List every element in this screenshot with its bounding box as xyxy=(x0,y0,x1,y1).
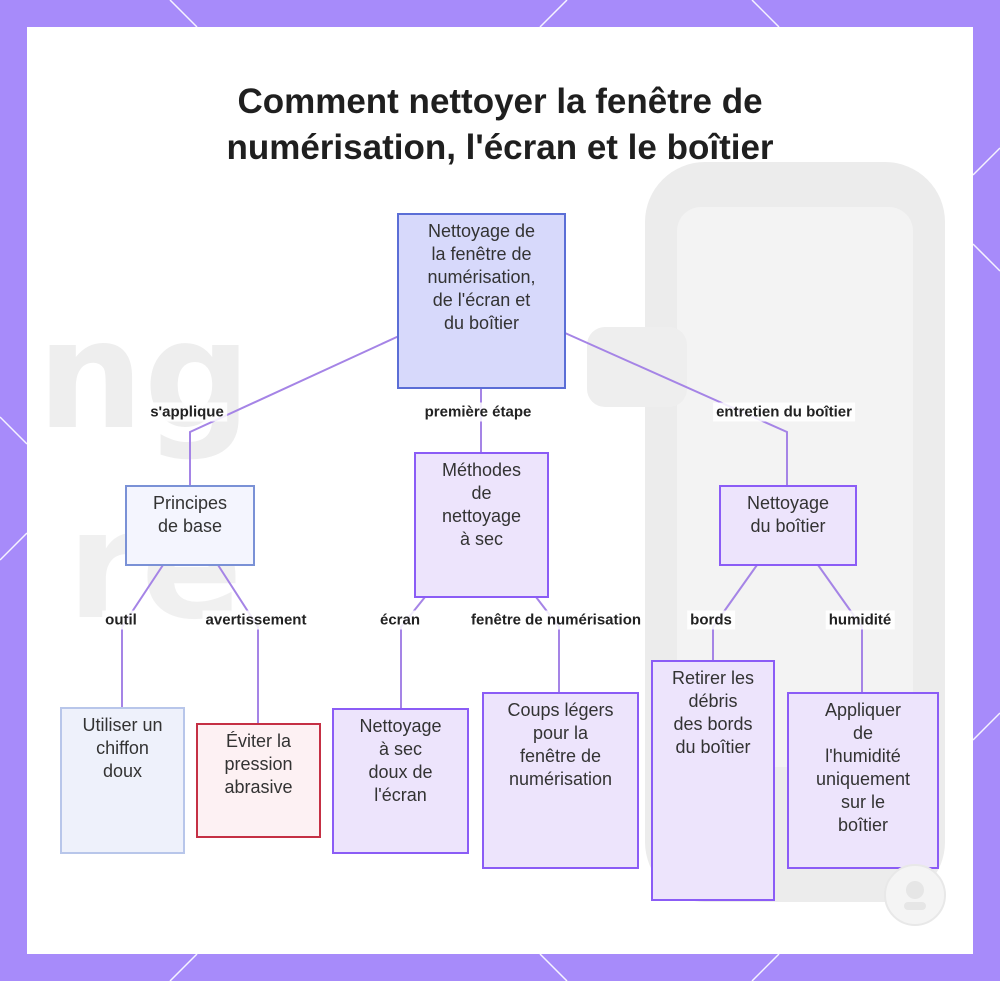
node-principes-line: Principes xyxy=(152,493,228,513)
edge-label-premiere-etape: première étape xyxy=(421,402,535,422)
title-line-1: Comment nettoyer la fenêtre de xyxy=(237,82,763,121)
node-coups-line: numérisation xyxy=(508,769,613,789)
node-humidite-line: boîtier xyxy=(837,815,889,835)
edge-label-ecran: écran xyxy=(376,610,424,630)
node-principes-line: de base xyxy=(157,516,223,536)
title-line-2: numérisation, l'écran et le boîtier xyxy=(226,128,774,167)
page-title: Comment nettoyer la fenêtre de numérisat… xyxy=(27,79,973,171)
node-debris-line: Retirer les xyxy=(671,668,755,688)
edge-s-applique xyxy=(189,335,400,486)
node-methodes-line: de xyxy=(471,483,492,503)
edge-entretien xyxy=(564,332,788,486)
edge-label-entretien: entretien du boîtier xyxy=(713,402,855,422)
node-root-line: Nettoyage de xyxy=(427,221,536,241)
node-methodes-line: Méthodes xyxy=(441,460,522,480)
watermark-logo-icon xyxy=(884,864,946,926)
node-humidite-line: uniquement xyxy=(815,769,911,789)
node-ecran-sec-line: à sec xyxy=(378,739,423,759)
node-pression-line: Éviter la xyxy=(225,731,292,751)
edge-label-humidite: humidité xyxy=(825,610,895,630)
edge-label-bords: bords xyxy=(687,610,735,630)
node-coups: Coups légers pour la fenêtre de numérisa… xyxy=(482,692,639,869)
node-principes: Principes de base xyxy=(125,485,255,566)
svg-text:ng: ng xyxy=(37,289,251,463)
node-ecran-sec-line: Nettoyage xyxy=(359,716,442,736)
node-ecran-sec: Nettoyage à sec doux de l'écran xyxy=(332,708,469,854)
node-ecran-sec-line: l'écran xyxy=(374,785,427,805)
node-methodes: Méthodes de nettoyage à sec xyxy=(414,452,549,598)
node-humidite-line: l'humidité xyxy=(825,746,901,766)
node-coups-line: Coups légers xyxy=(507,700,614,720)
node-pression-line: abrasive xyxy=(224,777,293,797)
node-humidite-line: Appliquer xyxy=(824,700,902,720)
node-boitier-line: Nettoyage xyxy=(746,493,830,513)
node-debris: Retirer les débris des bords du boîtier xyxy=(651,660,775,901)
node-root-line: la fenêtre de xyxy=(431,244,532,264)
edge-avertissement xyxy=(217,564,259,724)
edge-label-avertissement: avertissement xyxy=(202,610,310,630)
node-chiffon-line: Utiliser un xyxy=(82,715,163,735)
node-humidite-line: de xyxy=(852,723,874,743)
node-boitier-line: du boîtier xyxy=(750,516,826,536)
node-coups-line: pour la xyxy=(532,723,589,743)
node-debris-line: des bords xyxy=(673,714,753,734)
edge-label-s-applique: s'applique xyxy=(147,402,227,422)
node-methodes-line: nettoyage xyxy=(441,506,522,526)
edge-label-fenetre: fenêtre de numérisation xyxy=(467,610,645,630)
node-coups-line: fenêtre de xyxy=(519,746,602,766)
node-humidite-line: sur le xyxy=(840,792,885,812)
node-humidite: Appliquer de l'humidité uniquement sur l… xyxy=(787,692,939,869)
edge-label-outil: outil xyxy=(102,610,140,630)
node-debris-line: débris xyxy=(688,691,738,711)
node-debris-line: du boîtier xyxy=(675,737,751,757)
node-pression-line: pression xyxy=(224,754,293,774)
node-methodes-line: à sec xyxy=(459,529,504,549)
node-chiffon: Utiliser un chiffon doux xyxy=(60,707,185,854)
node-boitier: Nettoyage du boîtier xyxy=(719,485,857,566)
diagram-card: ng re Comment nettoyer la fenêtre de num… xyxy=(27,27,973,954)
node-root-line: du boîtier xyxy=(443,313,520,333)
node-chiffon-line: chiffon xyxy=(96,738,149,758)
node-root-line: de l'écran et xyxy=(432,290,531,310)
node-ecran-sec-line: doux de xyxy=(368,762,433,782)
node-root: Nettoyage de la fenêtre de numérisation,… xyxy=(397,213,566,389)
node-pression: Éviter la pression abrasive xyxy=(196,723,321,838)
edge-outil xyxy=(121,564,164,708)
node-root-line: numérisation, xyxy=(427,267,536,287)
node-chiffon-line: doux xyxy=(102,761,143,781)
